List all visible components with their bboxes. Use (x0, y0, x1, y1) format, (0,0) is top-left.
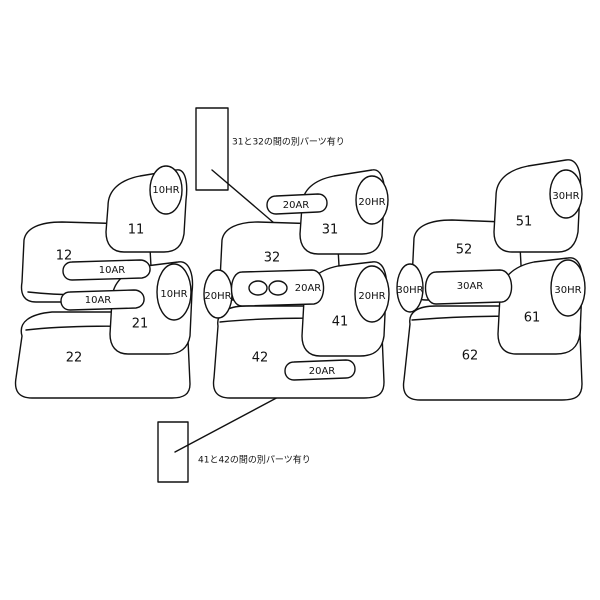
headrest-label-61: 30HR (554, 285, 581, 296)
seat-62-label: 62 (462, 349, 479, 364)
headrest-20hr-upper (355, 175, 389, 225)
armrest-10ar-lower (60, 289, 145, 311)
seat-61-label: 61 (524, 311, 541, 326)
seat-41-label: 41 (332, 315, 349, 330)
headrest-10hr-upper (149, 165, 183, 215)
headrest-30hr-upper (549, 169, 583, 219)
headrest-30hr-lower (550, 259, 586, 317)
middle-row-group: 32 31 41 42 20HR 20HR 20HR 20AR 20AR 20A… (203, 169, 390, 399)
headrest-label-11: 10HR (152, 185, 179, 196)
note-label-41-42: 41と42の間の別パーツ有り (198, 454, 311, 466)
armrest-20ar-top (266, 193, 328, 215)
part-box-31-32 (195, 107, 229, 191)
headrest-10hr-lower (156, 263, 192, 321)
seat-52-label: 52 (456, 243, 473, 258)
armrest-label-center: 30AR (457, 281, 484, 292)
armrest-label-upper: 10AR (99, 265, 126, 276)
note-label-31-32: 31と32の間の別パーツ有り (232, 136, 345, 148)
seat-12-label: 12 (56, 249, 73, 264)
armrest-30ar-center (424, 269, 513, 305)
part-box-41-42 (157, 421, 189, 483)
headrest-label-41: 20HR (358, 291, 385, 302)
seat-32-label: 32 (264, 251, 281, 266)
headrest-label-21: 10HR (160, 289, 187, 300)
seat-22-label: 22 (66, 351, 83, 366)
seat-21-label: 21 (132, 317, 149, 332)
armrest-20ar-bottom (284, 359, 356, 381)
seat-31-label: 31 (322, 223, 339, 238)
armrest-label-lower: 10AR (85, 295, 112, 306)
headrest-label-31: 20HR (358, 197, 385, 208)
rear-row-group: 52 51 61 62 30HR 30HR 30HR 30AR (396, 159, 586, 401)
headrest-30hr-side (396, 263, 424, 313)
cup-holder-left-icon (248, 280, 268, 296)
cup-holder-right-icon (268, 280, 288, 296)
armrest-label-bottom: 20AR (309, 366, 336, 377)
seat-42-label: 42 (252, 351, 269, 366)
headrest-label-side-rear: 30HR (396, 285, 423, 296)
seat-51-label: 51 (516, 215, 533, 230)
front-row-group: 12 11 21 22 10HR 10HR 10AR 10AR (14, 165, 194, 399)
headrest-label-side: 20HR (204, 291, 231, 302)
headrest-label-51: 30HR (552, 191, 579, 202)
note-41-42: 41と42の間の別パーツ有り (157, 377, 315, 483)
seat-11-label: 11 (128, 223, 145, 238)
armrest-label-top: 20AR (283, 200, 310, 211)
armrest-10ar-upper (62, 259, 151, 281)
headrest-20hr-lower (354, 265, 390, 323)
armrest-label-console: 20AR (295, 283, 322, 294)
